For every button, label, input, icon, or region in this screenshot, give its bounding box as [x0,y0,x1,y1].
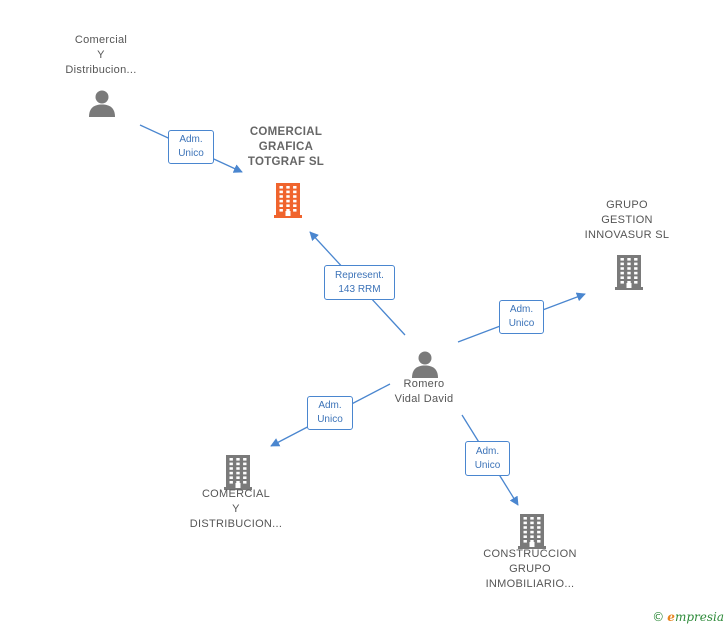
edge-label-line: 143 RRM [338,283,381,295]
node-label-line: DISTRIBUCION... [189,518,283,530]
node-label-grupo-gestion[interactable]: GRUPO GESTION INNOVASUR SL [557,198,697,243]
node-label-line: CONSTRUCCION [483,548,577,560]
node-label-comercial-dist[interactable]: COMERCIAL Y DISTRIBUCION... [166,487,306,532]
edge-label-e2[interactable]: Represent. 143 RRM [324,265,395,300]
edge-label-e5[interactable]: Adm. Unico [465,441,510,476]
copyright-icon: © [652,610,665,624]
edge-label-e4[interactable]: Adm. Unico [307,396,353,430]
node-label-line: TOTGRAF SL [247,156,325,168]
edge-label-line: Represent. [335,269,384,281]
edge-label-line: Unico [474,459,501,471]
edge-label-e1[interactable]: Adm. Unico [168,130,214,164]
node-label-line: Y [232,503,240,515]
edge-label-line: Unico [317,414,343,425]
node-label-line: Distribucion... [65,64,137,76]
building-icon[interactable] [614,254,644,290]
node-label-line: GRUPO [509,563,551,575]
node-label-line: GESTION [601,214,653,226]
node-label-line: Comercial [74,34,128,46]
node-label-line: Vidal David [394,393,454,405]
node-label-line: GRUPO [606,199,648,211]
edge-label-line: Adm. [318,400,342,411]
node-label-line: Romero [403,378,445,390]
empresia-logo[interactable]: ©empresia [652,610,724,624]
edge-label-line: Adm. [179,134,203,145]
edge-label-line: Adm. [475,445,500,457]
person-icon[interactable] [410,349,440,379]
node-label-line: COMERCIAL [249,126,323,138]
edge-label-line: Unico [508,318,535,329]
edge-label-line: Adm. [509,304,534,315]
person-icon[interactable] [87,88,117,118]
node-label-main-company[interactable]: COMERCIAL GRAFICA TOTGRAF SL [216,125,356,170]
node-label-line: Y [97,49,105,61]
edge-label-e3[interactable]: Adm. Unico [499,300,544,334]
building-icon[interactable] [517,513,547,549]
node-label-line: COMERCIAL [201,488,271,500]
node-label-line: INMOBILIARIO... [485,578,575,590]
node-label-construccion[interactable]: CONSTRUCCION GRUPO INMOBILIARIO... [460,547,600,592]
node-label-line: INNOVASUR SL [584,229,670,241]
building-icon[interactable] [223,454,253,490]
building-icon[interactable] [273,182,303,218]
node-label-line: GRAFICA [258,141,314,153]
edge-label-line: Unico [178,148,204,159]
